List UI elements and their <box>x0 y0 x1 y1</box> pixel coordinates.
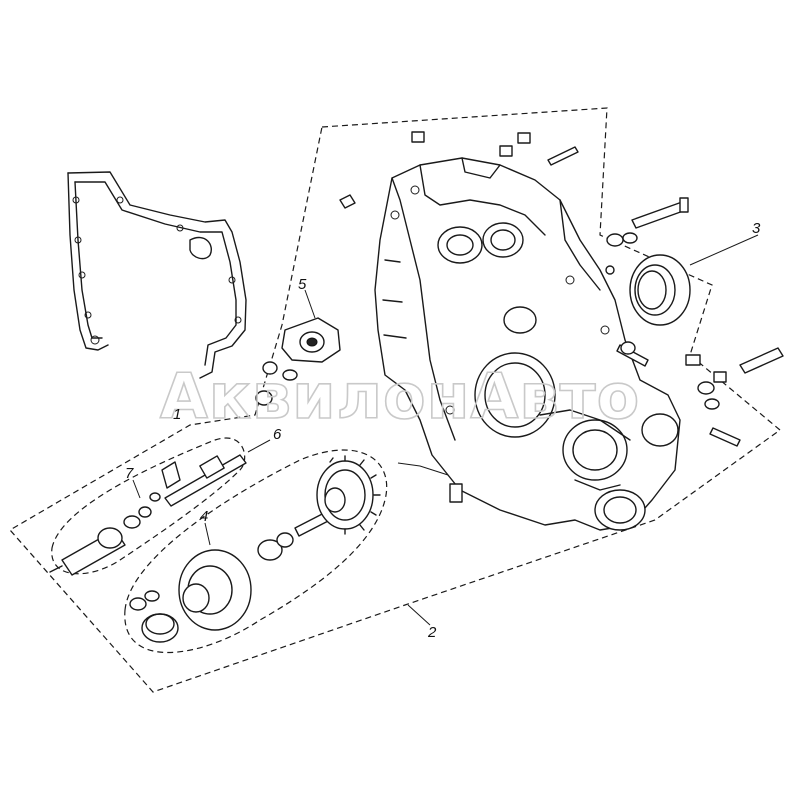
fasteners-right <box>605 197 784 447</box>
callout-1: 1 <box>173 406 181 423</box>
flange-part-5 <box>255 317 341 406</box>
leader-lines <box>132 234 759 626</box>
fasteners-top <box>339 131 579 209</box>
callout-3: 3 <box>752 220 761 237</box>
watermark-text: АквилонАвто <box>160 360 640 433</box>
callout-2: 2 <box>427 624 437 641</box>
callout-7: 7 <box>125 465 134 482</box>
callout-4: 4 <box>200 508 208 525</box>
group-outline-pump <box>51 437 388 653</box>
oil-seal <box>629 254 691 326</box>
sensor-part-7 <box>49 492 161 576</box>
callout-5: 5 <box>298 276 307 293</box>
gasket <box>67 171 247 379</box>
shaft-part-6 <box>161 454 247 507</box>
bushing <box>129 590 179 643</box>
pump-part-4 <box>178 455 381 631</box>
timing-gear-housing <box>374 157 681 531</box>
plug <box>449 483 463 503</box>
callout-6: 6 <box>273 426 282 443</box>
